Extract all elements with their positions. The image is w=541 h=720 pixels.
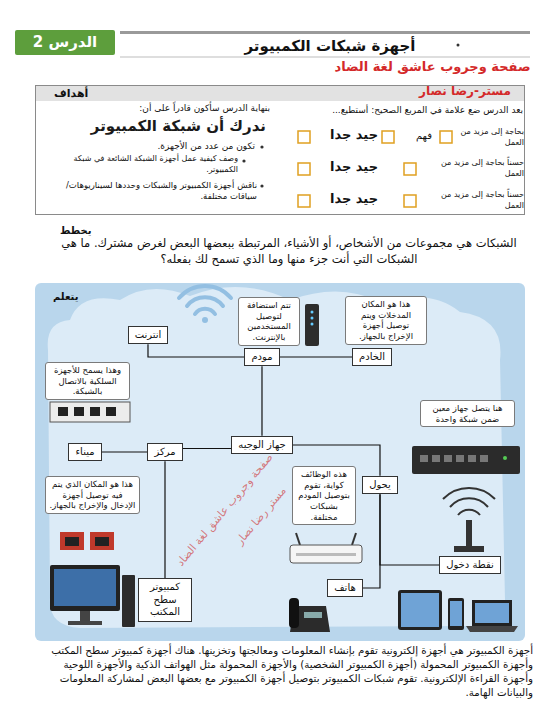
node-text: نقطة دخول	[446, 559, 494, 572]
connector-line	[363, 494, 380, 588]
objectives-panel: أهداف	[35, 85, 525, 215]
node-text: جهاز الوجيه	[238, 439, 285, 452]
watermark-text: صفحة وجروب عاشق لغة الضاد	[173, 451, 276, 570]
note-text: جيد جدا	[314, 158, 378, 176]
connector	[261, 366, 262, 436]
note-text: تكون من عدد من الأجهزة.	[45, 140, 255, 152]
lesson-tab: الدرس 2	[15, 30, 115, 55]
note-text: حسناً بحاجة إلى مزيد من العمل	[420, 190, 524, 212]
header-line	[120, 57, 530, 58]
cloud-shape	[48, 287, 505, 628]
note-text: ندرك أن شبكة الكمبيوتر	[78, 116, 266, 136]
device-box: مركز	[147, 443, 182, 462]
note-text: بنهاية الدرس سأكون قادراً على أن:	[105, 102, 270, 114]
learn-panel-ground	[35, 283, 525, 641]
node-text: كمبيوتر سطح المكتب	[145, 581, 185, 619]
note-text: يخطط	[60, 224, 120, 238]
desk-phone-icon	[289, 598, 330, 632]
connector-line	[380, 494, 439, 565]
node-text: تتم استضافة لتوصيل المستخدمين بالإنترنت.	[242, 300, 296, 343]
node-text: مودم	[251, 351, 272, 364]
header-rule	[120, 31, 530, 34]
mobile-devices-icon	[398, 590, 518, 632]
device-box: الخادم	[352, 348, 392, 367]
connector-line	[164, 461, 165, 578]
node-text: هذا هو المكان الذي يتم فيه توصيل أجهزة ا…	[49, 479, 136, 511]
page-title: أجهزة شبكات الكمبيوتر	[190, 36, 470, 56]
node-text: يحول	[369, 479, 391, 492]
connector-line	[183, 448, 232, 449]
router-icon	[290, 533, 362, 563]
callout-box: هذا هو المكان المدخلات ويتم توصيل أجهزة …	[345, 296, 427, 345]
connector-line	[102, 451, 148, 452]
connector-line	[148, 344, 244, 357]
note-text: فهم	[398, 129, 432, 143]
device-box: انترنت	[128, 326, 169, 345]
wired-switch-icon	[50, 402, 130, 422]
device-box: جهاز الوجيه	[231, 436, 292, 455]
node-text: ميناء	[75, 446, 94, 459]
node-text: هنا يتصل جهاز معين ضمن شبكة واحدة	[424, 403, 511, 424]
checkboxes	[298, 131, 452, 207]
connector	[102, 452, 148, 453]
device-box: هاتف	[327, 579, 362, 598]
wifi-dot	[202, 317, 208, 323]
note-text: وصف كيفية عمل أجهزة الشبكة الشائعة في شب…	[60, 154, 238, 176]
note-text: أجهزة الكمبيوتر هي أجهزة إلكترونية تقوم …	[38, 644, 533, 700]
connector	[380, 494, 439, 565]
watermark-text: مستر رضا نصار	[233, 484, 290, 548]
wifi-symbol	[179, 286, 231, 314]
learn-panel: يتعلم انترنت تتم استضافة لتوصيل المستخدمين…	[35, 283, 525, 641]
node-text: يتعلم	[53, 291, 78, 302]
node-text: هاتف	[334, 582, 355, 595]
callout-box: وهذا يسمح للأجهزة السلكية بالاتصال بالشب…	[45, 362, 130, 400]
note-text: حسناً بحاجة إلى مزيد من العمل	[420, 158, 524, 180]
callout-box: تتم استضافة لتوصيل المستخدمين بالإنترنت.	[238, 297, 300, 346]
callout-box: هنا يتصل جهاز معين ضمن شبكة واحدة	[420, 400, 515, 427]
note-text: بحاجة إلى مزيد من العمل	[456, 127, 524, 149]
connector	[183, 448, 232, 449]
connector-line	[280, 356, 352, 357]
switch-device-icon	[412, 446, 520, 474]
connector	[280, 357, 352, 358]
note-text: جيد جدا	[314, 190, 378, 208]
header-dot	[457, 44, 460, 47]
note-text: ناقش أجهزة الكمبيوتر والشبكات وحددها لسي…	[45, 180, 257, 203]
node-text: أهداف	[36, 86, 524, 101]
callout-box: هذا هو المكان الذي يتم فيه توصيل أجهزة ا…	[45, 476, 140, 514]
note-text: الشبكات هي مجموعات من الأشخاص، أو الأشيا…	[55, 236, 523, 267]
note-text: بعد الدرس ضع علامة في المربع الصحيح: أست…	[275, 104, 523, 116]
access-point-icon	[443, 488, 495, 552]
connector-line	[261, 366, 262, 436]
node-text: مركز	[154, 446, 175, 459]
device-box: يحول	[362, 476, 398, 495]
node-text: انترنت	[135, 329, 162, 342]
port-icon	[60, 532, 114, 550]
device-box: كمبيوتر سطح المكتب	[138, 578, 192, 622]
desktop-computer-icon	[50, 565, 135, 627]
node-text: الخادم	[359, 351, 385, 364]
node-text: هذه الوظائف كواية، تقوم بتوصيل المودم بش…	[296, 469, 352, 522]
node-text: الدرس 2	[15, 30, 115, 55]
callout-box: هذه الوظائف كواية، تقوم بتوصيل المودم بش…	[292, 466, 356, 525]
bullets	[242, 145, 263, 187]
device-box: مودم	[244, 348, 279, 367]
note-text: صفحة وجروب عاشق لغة الضاد	[330, 58, 535, 76]
node-text: وهذا يسمح للأجهزة السلكية بالاتصال بالشب…	[49, 365, 126, 397]
connector	[363, 494, 380, 588]
connector	[148, 344, 244, 357]
modem-icon	[305, 304, 319, 346]
device-box: نقطة دخول	[439, 556, 501, 575]
connector	[165, 461, 166, 578]
device-box: ميناء	[68, 443, 101, 462]
node-text: هذا هو المكان المدخلات ويتم توصيل أجهزة …	[349, 299, 423, 342]
note-text: جيد جدا	[314, 126, 378, 144]
